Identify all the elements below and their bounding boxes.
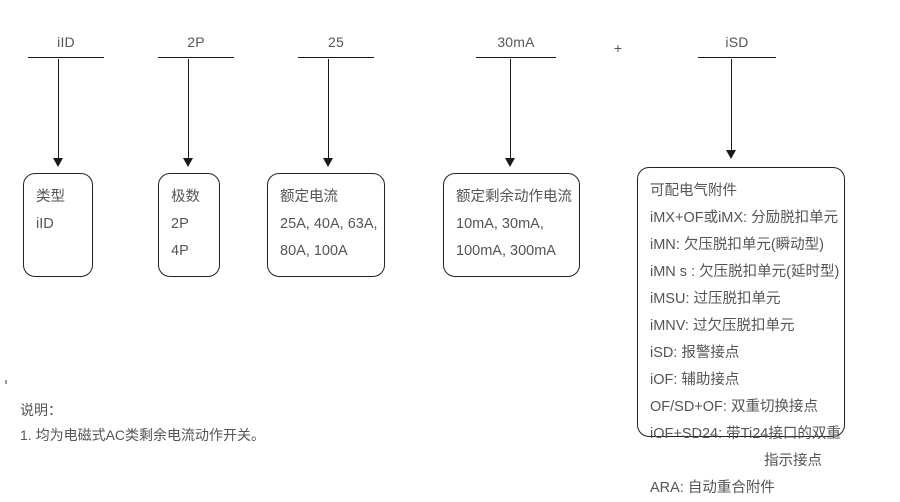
code-label-30ma: 30mA <box>497 34 535 50</box>
down-arrow-2 <box>183 59 194 167</box>
box-line: iID <box>36 216 54 232</box>
box-content: 极数 2P 4P <box>159 174 219 265</box>
box-line: iMNV: 过欠压脱扣单元 <box>650 318 795 334</box>
product-code-breakdown-diagram: iID 2P 25 30mA iSD + 类型 iID 极数 2P 4P 额定电流 25A, 40A,… <box>5 34 845 496</box>
code-underline-5 <box>698 57 776 58</box>
down-arrow-1 <box>53 59 64 167</box>
code-label-25: 25 <box>328 34 344 50</box>
box-line: iOF+SD24: 带Ti24接口的双重 <box>650 426 841 442</box>
arrow-head-icon <box>323 158 333 167</box>
code-underline-1 <box>28 57 104 58</box>
code-underline-4 <box>476 57 556 58</box>
box-line: iMX+OF或iMX: 分励脱扣单元 <box>650 210 839 226</box>
code-label-iid: iID <box>57 34 75 50</box>
arrow-head-icon <box>53 158 63 167</box>
box-line: iMN s : 欠压脱扣单元(延时型) <box>650 264 840 280</box>
down-arrow-5 <box>726 59 737 159</box>
box-heading: 极数 <box>171 189 200 205</box>
note-item: 1. 均为电磁式AC类剩余电流动作开关。 <box>20 427 266 443</box>
arrow-shaft <box>328 59 329 158</box>
box-rated-residual-current: 额定剩余动作电流 10mA, 30mA, 100mA, 300mA <box>443 173 580 277</box>
arrow-head-icon <box>183 158 193 167</box>
box-line: 指示接点 <box>764 453 822 469</box>
box-line: iOF: 辅助接点 <box>650 372 740 388</box>
code-underline-3 <box>298 57 374 58</box>
box-line: 10mA, 30mA, <box>456 216 544 232</box>
box-line: iSD: 报警接点 <box>650 345 740 361</box>
box-line: 80A, 100A <box>280 243 348 259</box>
box-line: ARA: 自动重合附件 <box>650 480 775 496</box>
box-content: 类型 iID <box>24 174 92 238</box>
box-line: OF/SD+OF: 双重切换接点 <box>650 399 818 415</box>
box-electrical-accessories: 可配电气附件 iMX+OF或iMX: 分励脱扣单元 iMN: 欠压脱扣单元(瞬动型)… <box>637 167 845 496</box>
box-line: iMN: 欠压脱扣单元(瞬动型) <box>650 237 824 253</box>
arrow-head-icon <box>505 158 515 167</box>
box-heading: 类型 <box>36 189 65 205</box>
box-line: iMSU: 过压脱扣单元 <box>650 291 781 307</box>
scan-artifact-speck <box>5 380 7 384</box>
box-content: 额定剩余动作电流 10mA, 30mA, 100mA, 300mA <box>444 174 579 265</box>
footer-notes: 说明： 1. 均为电磁式AC类剩余电流动作开关。 <box>20 398 265 448</box>
box-rated-current: 额定电流 25A, 40A, 63A, 80A, 100A <box>267 173 385 277</box>
box-line: 100mA, 300mA <box>456 243 556 259</box>
arrow-head-icon <box>726 150 736 159</box>
box-content: 额定电流 25A, 40A, 63A, 80A, 100A <box>268 174 384 265</box>
notes-heading: 说明： <box>20 402 62 418</box>
box-heading: 可配电气附件 <box>650 183 737 199</box>
box-content: 可配电气附件 iMX+OF或iMX: 分励脱扣单元 iMN: 欠压脱扣单元(瞬动型)… <box>638 168 844 502</box>
down-arrow-4 <box>505 59 516 167</box>
box-line: 2P <box>171 216 189 232</box>
arrow-shaft <box>731 59 732 150</box>
code-label-isd: iSD <box>725 34 749 50</box>
box-heading: 额定电流 <box>280 189 338 205</box>
box-line: 4P <box>171 243 189 259</box>
box-poles: 极数 2P 4P <box>158 173 220 277</box>
arrow-shaft <box>58 59 59 158</box>
arrow-shaft <box>510 59 511 158</box>
arrow-shaft <box>188 59 189 158</box>
code-underline-2 <box>158 57 234 58</box>
code-label-2p: 2P <box>187 34 205 50</box>
box-heading: 额定剩余动作电流 <box>456 189 572 205</box>
plus-separator: + <box>613 40 623 56</box>
down-arrow-3 <box>323 59 334 167</box>
box-type: 类型 iID <box>23 173 93 277</box>
box-line: 25A, 40A, 63A, <box>280 216 378 232</box>
